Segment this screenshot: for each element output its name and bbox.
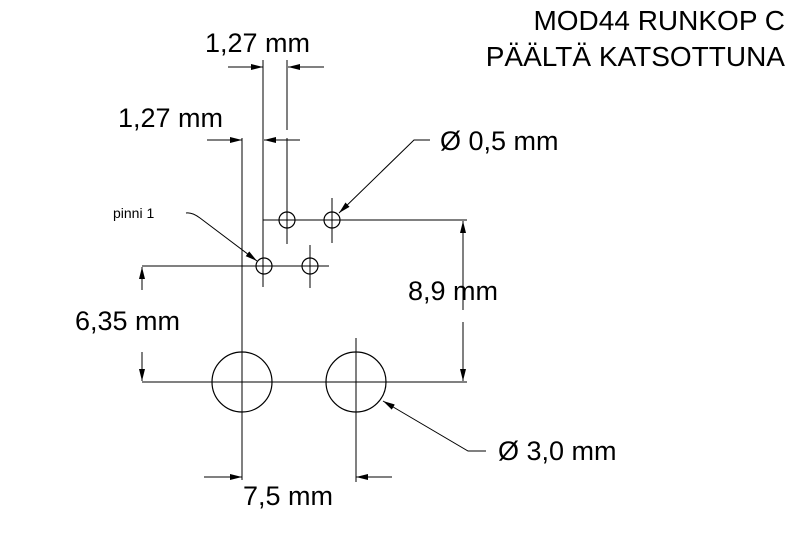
pin-bottom-right [301, 257, 319, 275]
dim-mount-spacing: 7,5 mm [243, 481, 333, 511]
pin1-label: pinni 1 [113, 205, 154, 221]
leader-mount-diameter [382, 400, 486, 452]
mount-hole-right [325, 351, 387, 413]
leader-pin1 [185, 212, 258, 262]
dim-height-total: 8,9 mm [408, 276, 498, 306]
dim-pin-pitch-top: 1,27 mm [205, 28, 310, 58]
dim-pin-diameter: Ø 0,5 mm [440, 126, 559, 156]
pins [211, 211, 387, 413]
title-line-2: PÄÄLTÄ KATSOTTUNA [486, 41, 786, 72]
pin-top-left [278, 211, 296, 229]
pin-top-right [323, 211, 341, 229]
dim-pin-pitch-offset: 1,27 mm [118, 103, 223, 133]
leader-pin-diameter [338, 139, 430, 214]
mount-hole-left [211, 351, 273, 413]
extension-lines [142, 60, 467, 482]
dim-mount-diameter: Ø 3,0 mm [498, 436, 617, 466]
pin-1 [255, 257, 273, 275]
dim-height-pin1: 6,35 mm [75, 306, 180, 336]
title-line-1: MOD44 RUNKOP C [533, 5, 785, 36]
